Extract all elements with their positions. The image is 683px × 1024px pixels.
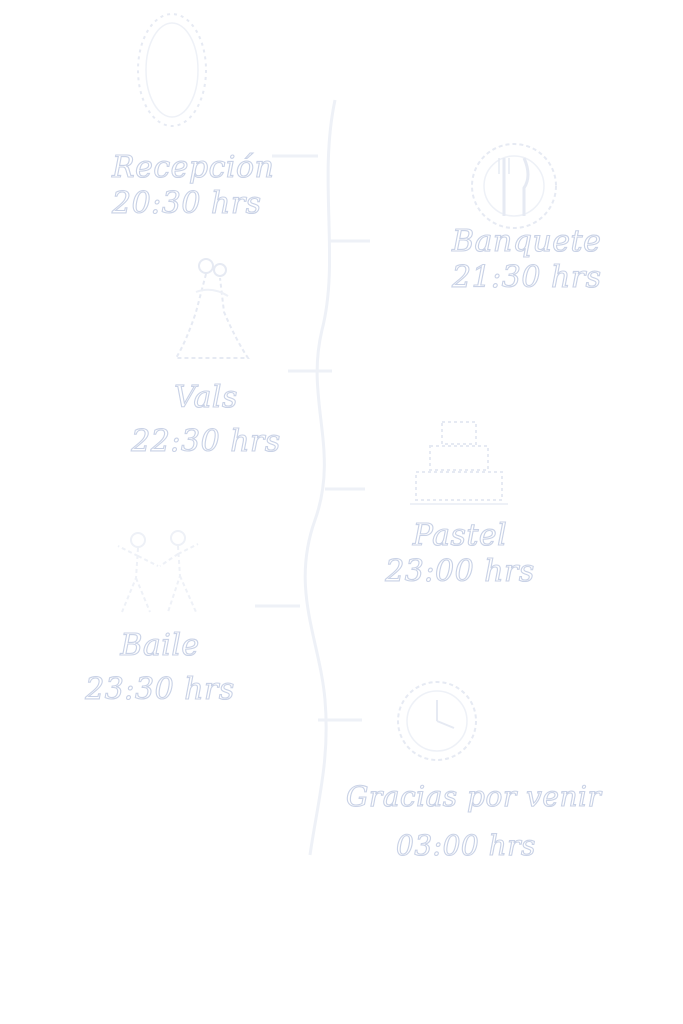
event-vals: Vals 22:30 hrs xyxy=(126,376,286,463)
event-time: 23:00 hrs xyxy=(385,553,535,589)
event-time: 20:30 hrs xyxy=(111,185,262,221)
dancing-couple-icon xyxy=(174,258,250,359)
event-name: Baile xyxy=(120,627,200,663)
event-name: Recepción xyxy=(111,149,275,185)
event-time: 21:30 hrs xyxy=(451,259,602,295)
event-time: 22:30 hrs xyxy=(131,423,281,459)
event-name: Vals xyxy=(174,379,238,415)
oval-frame-icon xyxy=(137,13,207,127)
clock-icon xyxy=(397,681,477,761)
event-name: Banquete xyxy=(451,223,602,259)
event-banquete: Banquete 21:30 hrs xyxy=(451,223,602,296)
wedding-cake-icon xyxy=(410,421,508,505)
event-pastel: Pastel 23:00 hrs xyxy=(380,517,540,590)
event-baile: Baile 23:30 hrs xyxy=(80,624,240,711)
fork-knife-plate-icon xyxy=(471,143,557,229)
event-time: 03:00 hrs xyxy=(395,828,536,862)
event-name: Pastel xyxy=(412,517,508,553)
event-gracias: Gracias por venir 03:00 hrs xyxy=(345,772,602,870)
event-recepcion: Recepción 20:30 hrs xyxy=(111,149,275,222)
dancing-people-icon xyxy=(117,530,199,613)
event-name: Gracias por venir xyxy=(345,779,602,813)
event-time: 23:30 hrs xyxy=(85,671,235,707)
